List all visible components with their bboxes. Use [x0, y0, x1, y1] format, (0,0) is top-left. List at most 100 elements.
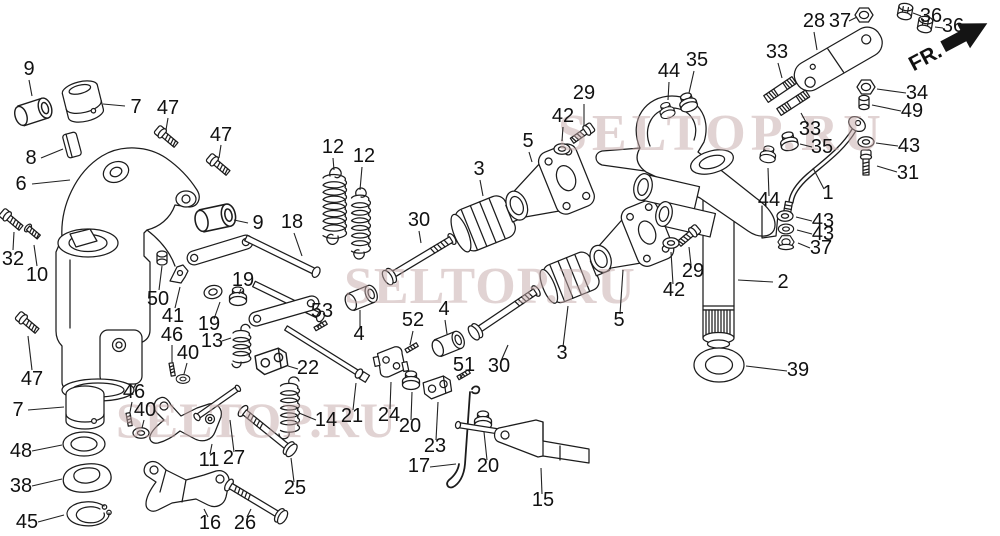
- callout-12: 12: [353, 145, 375, 167]
- leader-line-9: [233, 219, 249, 224]
- callout-43: 43: [898, 135, 920, 157]
- callout-9: 9: [252, 212, 263, 234]
- callout-33: 33: [799, 118, 821, 140]
- callout-46: 46: [123, 381, 145, 403]
- part-37-nut-top: [854, 7, 874, 23]
- part-6-swivel-case: [55, 147, 200, 402]
- part-50-nut-post: [156, 250, 168, 266]
- leader-line-44: [767, 167, 770, 197]
- leader-line-32: [12, 231, 15, 251]
- callout-24: 24: [378, 404, 400, 426]
- callout-30: 30: [408, 209, 430, 231]
- part-48-seal-ring: [62, 431, 106, 457]
- callout-41: 41: [162, 305, 184, 327]
- leader-line-51: [459, 373, 464, 379]
- callout-11: 11: [199, 449, 220, 471]
- callout-47: 47: [210, 124, 232, 146]
- leader-line-47: [218, 144, 222, 159]
- callout-19: 19: [232, 269, 254, 291]
- leader-line-9: [28, 79, 33, 97]
- callout-35: 35: [686, 49, 708, 71]
- leader-line-14: [298, 412, 317, 421]
- leader-line-17: [429, 463, 457, 468]
- callout-4: 4: [353, 323, 364, 345]
- part-42-washer-right: [662, 237, 680, 249]
- callout-39: 39: [787, 359, 809, 381]
- part-32-bolt: [0, 207, 26, 233]
- leader-line-37: [848, 16, 858, 22]
- part-swivel-bracket-arm: [595, 95, 779, 239]
- leader-line-47: [27, 335, 33, 371]
- leader-line-45: [37, 514, 65, 523]
- callout-5: 5: [522, 130, 533, 152]
- leader-line-48: [31, 444, 63, 452]
- callout-10: 10: [26, 264, 48, 286]
- part-43-washer-c: [777, 223, 795, 235]
- callout-30: 30: [488, 355, 510, 377]
- callout-19: 19: [198, 313, 220, 335]
- leader-line-40: [141, 419, 145, 429]
- part-38-washer-plate: [62, 463, 112, 493]
- callout-33: 33: [766, 41, 788, 63]
- leader-line-19: [213, 301, 221, 320]
- leader-line-6: [31, 179, 71, 185]
- part-12-spring-left: [322, 167, 348, 245]
- watermark-text-1: SELTOP.RU: [558, 105, 886, 162]
- part-34-nut: [856, 79, 876, 95]
- callout-25: 25: [284, 477, 306, 499]
- callout-42: 42: [552, 105, 574, 127]
- leader-line-3: [479, 179, 484, 197]
- callout-17: 17: [408, 455, 430, 477]
- part-22-clamp: [253, 346, 290, 377]
- callout-47: 47: [157, 97, 179, 119]
- part-9-bushing-right: [192, 201, 239, 234]
- leader-line-42: [561, 126, 564, 142]
- leader-line-43: [875, 142, 899, 147]
- leader-line-30: [500, 344, 509, 362]
- callout-31: 31: [897, 162, 919, 184]
- callout-3: 3: [556, 342, 567, 364]
- leader-line-12: [332, 157, 335, 171]
- callout-47: 47: [21, 368, 43, 390]
- part-41-clamp-tab: [169, 264, 189, 284]
- callout-28: 28: [803, 10, 825, 32]
- callout-36: 36: [942, 15, 964, 37]
- callout-34: 34: [906, 82, 928, 104]
- callout-23: 23: [424, 435, 446, 457]
- callout-49: 49: [901, 100, 923, 122]
- leader-line-20: [410, 391, 413, 421]
- callout-32: 32: [2, 248, 24, 270]
- part-45-snap-ring: [66, 501, 112, 527]
- part-27-rod: [193, 384, 242, 422]
- callout-7: 7: [12, 399, 23, 421]
- leader-line-8: [40, 148, 64, 159]
- part-5-mount-housing-upper: [505, 143, 595, 221]
- leader-line-53: [317, 319, 323, 328]
- callout-40: 40: [177, 342, 199, 364]
- leader-line-33: [777, 62, 783, 79]
- part-21-rod: [284, 325, 371, 383]
- callout-4: 4: [438, 298, 449, 320]
- callout-44: 44: [658, 60, 680, 82]
- part-13-spring: [231, 323, 252, 369]
- part-40-washer-a: [175, 374, 191, 384]
- leader-line-22: [287, 365, 299, 370]
- callout-38: 38: [10, 475, 32, 497]
- callout-52: 52: [402, 309, 424, 331]
- callout-51: 51: [453, 354, 475, 376]
- callout-37: 37: [829, 10, 851, 32]
- leader-line-4: [444, 319, 448, 335]
- part-47-bolt-b: [204, 152, 233, 178]
- leader-line-40: [183, 362, 188, 375]
- leader-line-3: [562, 305, 569, 348]
- part-8-rubber-block: [62, 131, 82, 159]
- part-36-capnut-a: [896, 1, 915, 22]
- leader-line-36: [912, 12, 922, 17]
- part-46-pin-a: [168, 362, 176, 377]
- leader-line-18: [293, 232, 303, 257]
- leader-line-25: [290, 457, 295, 483]
- callout-21: 21: [341, 405, 363, 427]
